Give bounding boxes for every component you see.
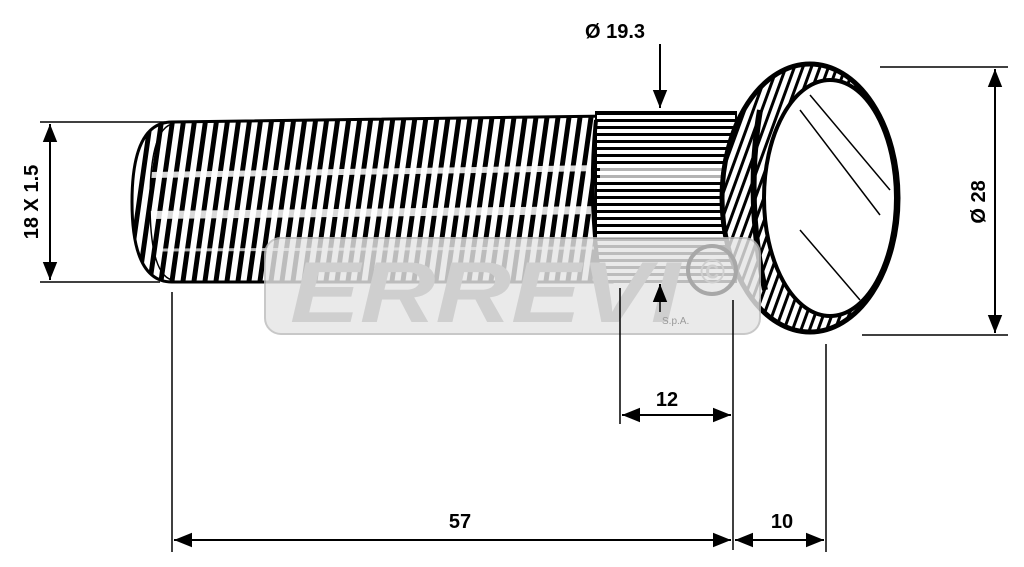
stud-head	[719, 61, 901, 335]
dimension-head-length: 10	[735, 344, 827, 552]
knurl-diameter-label: Ø 19.3	[585, 21, 645, 43]
dimension-thread-size: 18 X 1.5	[21, 121, 165, 283]
errevi-watermark: ERREVI © S.p.A.	[264, 237, 761, 341]
head-length-label: 10	[771, 511, 793, 533]
dimension-head-diameter: Ø 28	[862, 66, 1008, 336]
watermark-suffix: S.p.A.	[662, 316, 689, 327]
dimension-knurl-diameter: Ø 19.3	[585, 21, 668, 312]
dimension-knurl-length: 12	[619, 288, 734, 550]
watermark-copyright-symbol: ©	[699, 253, 725, 291]
head-diameter-label: Ø 28	[968, 180, 990, 223]
watermark-brand: ERREVI	[290, 245, 683, 341]
shank-length-label: 57	[449, 511, 471, 533]
dimension-shank-length: 57	[171, 292, 731, 552]
thread-size-label: 18 X 1.5	[21, 165, 43, 240]
knurl-length-label: 12	[656, 389, 678, 411]
